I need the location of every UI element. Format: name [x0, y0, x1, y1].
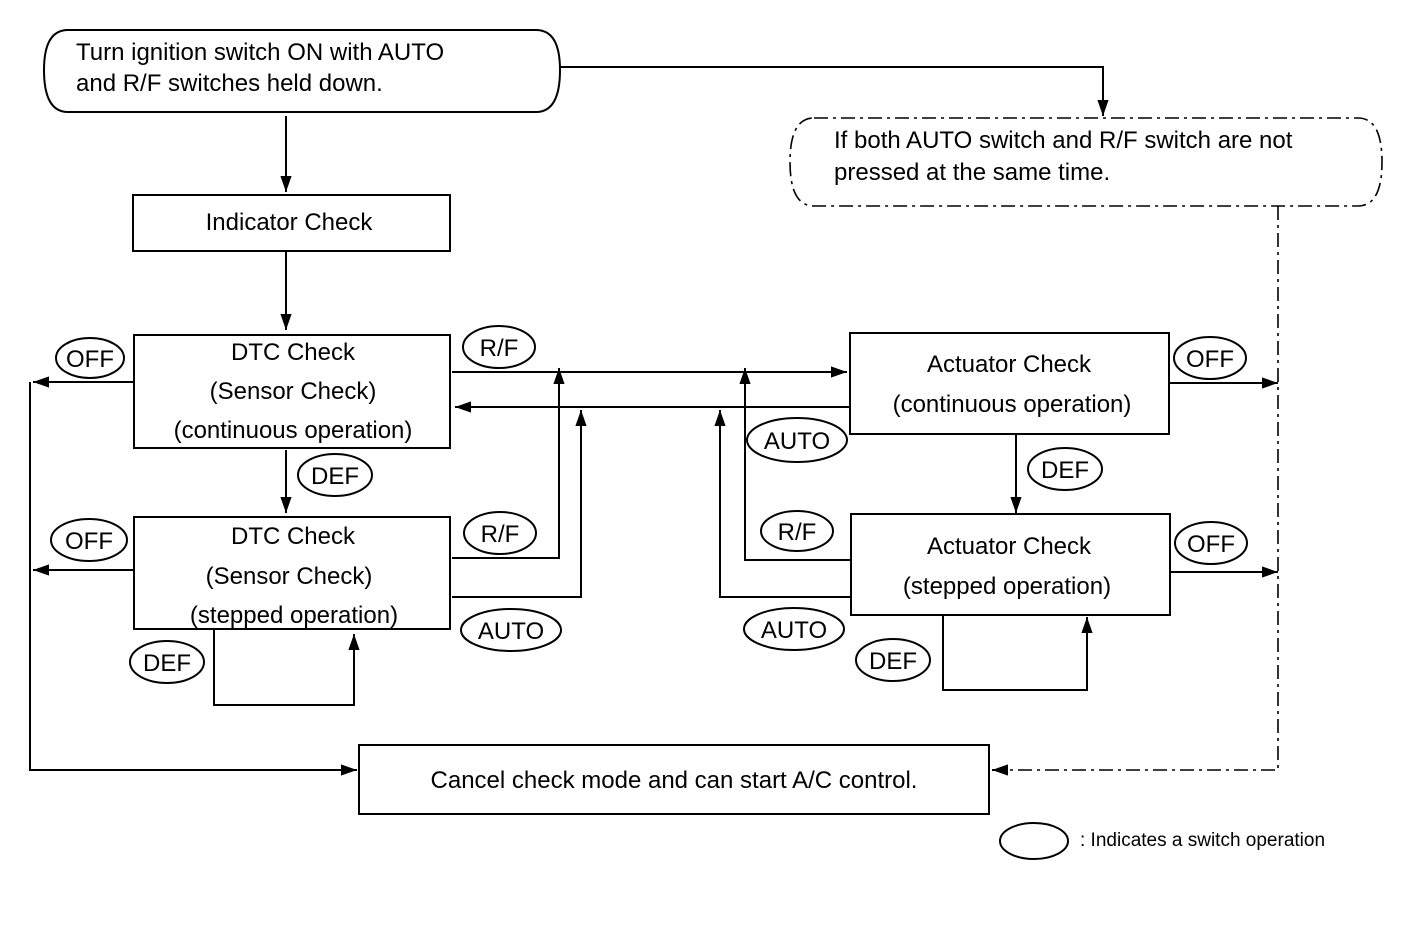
actuator-continuous-box: Actuator Check (continuous operation): [849, 332, 1170, 435]
switch-off-actuator-continuous: OFF: [1173, 336, 1247, 380]
switch-auto-dtc-stepped: AUTO: [460, 608, 562, 652]
actuator-stepped-line-2: (stepped operation): [903, 573, 1111, 600]
legend-oval-icon: [999, 822, 1069, 860]
switch-def-dtc-continuous-label: DEF: [311, 463, 359, 490]
dtc-continuous-box: DTC Check (Sensor Check) (continuous ope…: [133, 334, 451, 449]
indicator-check-box: Indicator Check: [132, 194, 451, 252]
alt-node-line-1: If both AUTO switch and R/F switch are n…: [834, 127, 1293, 154]
switch-rf-dtc-continuous-label: R/F: [480, 335, 519, 362]
switch-def-actuator-stepped-label: DEF: [869, 648, 917, 675]
cancel-label: Cancel check mode and can start A/C cont…: [431, 767, 918, 794]
switch-def-dtc-continuous: DEF: [297, 453, 373, 497]
dtc-stepped-line-2: (Sensor Check): [206, 563, 373, 590]
actuator-continuous-line-2: (continuous operation): [893, 391, 1132, 418]
alt-node-line-2: pressed at the same time.: [834, 159, 1110, 186]
switch-off-dtc-stepped-label: OFF: [65, 528, 113, 555]
switch-auto-actuator-stepped-label: AUTO: [761, 617, 827, 644]
dtc-continuous-line-3: (continuous operation): [174, 417, 413, 444]
start-node: Turn ignition switch ON with AUTO and R/…: [42, 29, 562, 113]
switch-off-dtc-continuous: OFF: [55, 337, 125, 379]
switch-auto-actuator-continuous-label: AUTO: [764, 428, 830, 455]
start-node-line-2: and R/F switches held down.: [76, 70, 383, 97]
switch-rf-dtc-continuous: R/F: [462, 325, 536, 369]
alt-node: If both AUTO switch and R/F switch are n…: [789, 117, 1383, 207]
switch-def-actuator-stepped: DEF: [855, 638, 931, 682]
dtc-stepped-line-1: DTC Check: [231, 523, 356, 550]
dtc-stepped-line-3: (stepped operation): [190, 602, 398, 629]
switch-off-actuator-continuous-label: OFF: [1186, 346, 1234, 373]
switch-off-actuator-stepped: OFF: [1174, 521, 1248, 565]
actuator-stepped-box: Actuator Check (stepped operation): [850, 513, 1171, 616]
dtc-continuous-line-2: (Sensor Check): [210, 378, 377, 405]
switch-auto-actuator-continuous: AUTO: [746, 417, 848, 463]
switch-auto-actuator-stepped: AUTO: [743, 607, 845, 651]
switch-def-actuator-continuous: DEF: [1027, 447, 1103, 491]
actuator-stepped-line-1: Actuator Check: [927, 533, 1092, 560]
switch-rf-dtc-stepped-label: R/F: [481, 521, 520, 548]
actuator-continuous-line-1: Actuator Check: [927, 351, 1092, 378]
switch-off-actuator-stepped-label: OFF: [1187, 531, 1235, 558]
switch-rf-dtc-stepped: R/F: [463, 511, 537, 555]
dtc-continuous-line-1: DTC Check: [231, 339, 356, 366]
switch-rf-actuator-stepped-label: R/F: [778, 519, 817, 546]
switch-off-dtc-continuous-label: OFF: [66, 346, 114, 373]
switch-def-actuator-continuous-label: DEF: [1041, 457, 1089, 484]
cancel-box: Cancel check mode and can start A/C cont…: [358, 744, 990, 815]
start-node-line-1: Turn ignition switch ON with AUTO: [76, 39, 444, 66]
switch-def-dtc-stepped-label: DEF: [143, 650, 191, 677]
legend-text: : Indicates a switch operation: [1080, 830, 1325, 851]
dtc-stepped-box: DTC Check (Sensor Check) (stepped operat…: [133, 516, 451, 630]
connectors: [29, 66, 1279, 776]
legend: : Indicates a switch operation: [999, 822, 1325, 860]
switch-auto-dtc-stepped-label: AUTO: [478, 618, 544, 645]
switch-rf-actuator-stepped: R/F: [760, 510, 834, 552]
switch-def-dtc-stepped: DEF: [129, 640, 205, 684]
indicator-check-label: Indicator Check: [206, 209, 374, 236]
switch-off-dtc-stepped: OFF: [50, 518, 128, 562]
